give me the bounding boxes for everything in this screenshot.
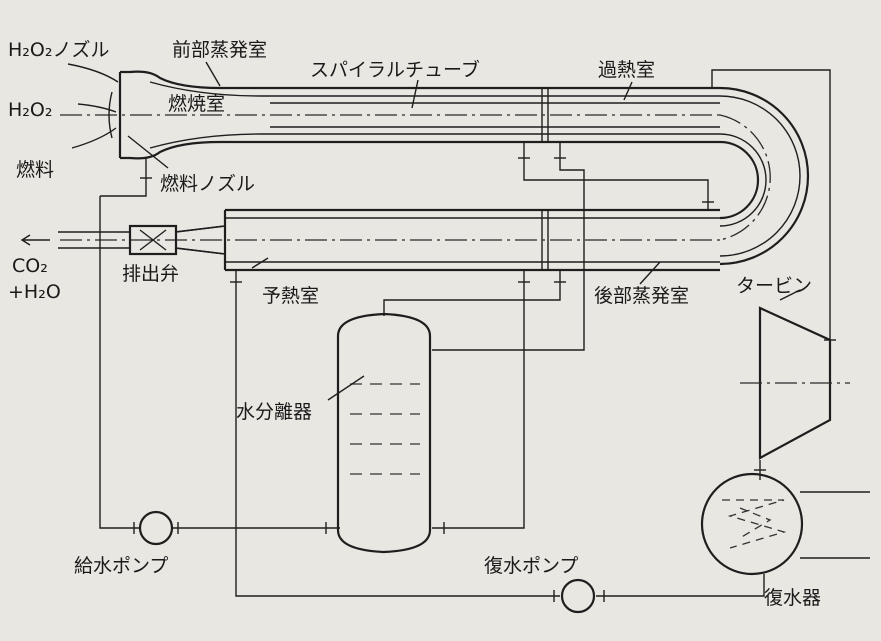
leaders: [127, 61, 661, 285]
front-evap-leader: [205, 61, 221, 87]
h2o2-nozzle-line: [67, 63, 119, 83]
upper-inner-top: [149, 81, 720, 97]
label-fuel: 燃料: [16, 159, 54, 181]
upper-inner-bottom: [149, 133, 720, 149]
u-bend-line-2: [719, 133, 767, 227]
preheater-return: [235, 270, 560, 597]
turbine-leader: [779, 289, 801, 301]
label-exhaust-co2: CO₂: [12, 255, 48, 277]
label-condensate-pump: 復水ポンプ: [484, 555, 578, 577]
feed-pump-icon: [138, 510, 174, 546]
preheater-leader: [251, 257, 269, 269]
label-superheater: 過熱室: [598, 59, 655, 81]
nozzle-cone: [108, 91, 113, 139]
label-h2o2-nozzle: H₂O₂ノズル: [8, 39, 109, 61]
fuel-line: [71, 127, 117, 149]
u-bend: [719, 86, 810, 266]
label-exhaust-h2o: +H₂O: [8, 281, 61, 303]
sep-to-evap: [432, 282, 525, 529]
label-fuel-nozzle: 燃料ノズル: [160, 173, 255, 195]
h2o2-line: [77, 103, 117, 113]
condenser: [700, 472, 804, 576]
label-combustion-chamber: 燃焼室: [168, 93, 225, 115]
u-bend-line-1: [719, 95, 801, 257]
label-feed-pump: 給水ポンプ: [74, 555, 168, 577]
label-h2o2: H₂O₂: [8, 99, 52, 121]
label-turbine: タービン: [736, 275, 812, 297]
condenser-coil-2: [739, 507, 772, 539]
label-front-evaporator: 前部蒸発室: [172, 39, 267, 61]
label-exhaust-valve: 排出弁: [122, 263, 179, 285]
upper-outer-bottom: [120, 140, 720, 160]
superheater-leader: [623, 81, 633, 101]
turbine: [740, 289, 850, 460]
bend-centerline: [719, 114, 771, 241]
rear-evap-leader: [639, 261, 661, 285]
label-preheater: 予熱室: [262, 285, 319, 307]
upper-tube-assembly: [118, 70, 720, 160]
evap-link: [523, 142, 709, 210]
inlet-lines: [67, 63, 119, 149]
sep-return-line: [432, 158, 585, 351]
label-condenser: 復水器: [764, 587, 821, 609]
exhaust-pipe-top-2: [175, 225, 226, 233]
water-separator: [327, 312, 432, 554]
exhaust: [20, 224, 226, 256]
exhaust-pipe-bottom-2: [175, 247, 226, 255]
condenser-shell: [700, 472, 804, 576]
exhaust-arrow: [20, 234, 50, 246]
turbine-body: [758, 306, 832, 460]
exhaust-valve-x2: [139, 229, 167, 251]
u-bend-outer: [719, 86, 810, 266]
condenser-coil-1: [722, 499, 787, 549]
label-water-separator: 水分離器: [236, 401, 312, 423]
feed-line-top: [100, 178, 147, 197]
exhaust-valve-body: [128, 224, 178, 256]
separator-vessel: [336, 312, 432, 554]
sep-top-line: [383, 282, 561, 316]
piping: [99, 69, 870, 602]
cond-pump-to-condenser: [596, 574, 765, 597]
feed-line-left: [99, 196, 140, 529]
upper-outer-top: [120, 70, 720, 90]
label-spiral-tube: スパイラルチューブ: [310, 58, 480, 81]
label-rear-evaporator: 後部蒸発室: [594, 285, 689, 307]
fuel-nozzle-leader: [127, 135, 169, 169]
u-bend-inner: [719, 140, 760, 220]
steam-main: [711, 69, 831, 340]
spiral-leader: [411, 79, 419, 109]
separator-leader: [327, 375, 365, 401]
condensate-pump-icon: [560, 578, 596, 614]
